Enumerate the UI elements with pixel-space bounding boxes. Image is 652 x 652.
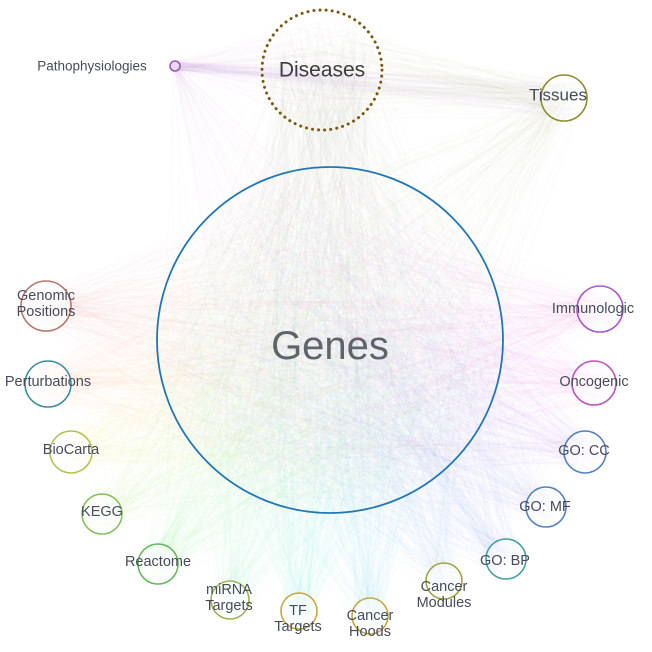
- node-circle-immunologic[interactable]: [576, 285, 624, 333]
- node-circle-oncogenic[interactable]: [571, 360, 617, 406]
- node-circle-biocarta[interactable]: [49, 430, 93, 474]
- node-circle-genes[interactable]: [156, 166, 504, 514]
- node-circle-cancer_modules[interactable]: [425, 562, 463, 600]
- node-circle-tf_targets[interactable]: [280, 592, 318, 630]
- node-circle-mirna_targets[interactable]: [210, 580, 250, 620]
- node-circle-pathophysiologies[interactable]: [169, 60, 181, 72]
- node-circle-tissues[interactable]: [540, 74, 588, 122]
- node-circle-cancer_hoods[interactable]: [351, 597, 389, 635]
- node-circle-perturbations[interactable]: [24, 360, 72, 408]
- node-circle-go_mf[interactable]: [525, 486, 567, 528]
- node-circle-go_bp[interactable]: [485, 538, 527, 580]
- node-circle-kegg[interactable]: [81, 493, 123, 535]
- node-circle-diseases[interactable]: [260, 8, 384, 132]
- node-circle-genomic_positions[interactable]: [20, 280, 72, 332]
- node-circle-reactome[interactable]: [137, 543, 179, 585]
- node-circle-go_cc[interactable]: [563, 430, 607, 474]
